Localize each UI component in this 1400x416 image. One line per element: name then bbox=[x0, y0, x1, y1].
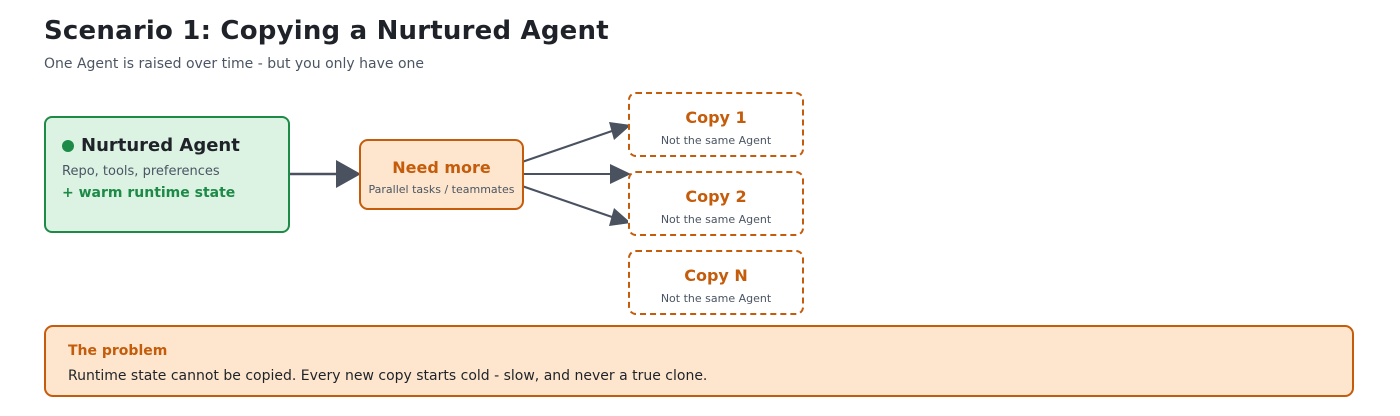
copy-title: Copy 2 bbox=[685, 187, 747, 206]
problem-title: The problem bbox=[68, 343, 168, 359]
need-more-title: Need more bbox=[392, 158, 491, 177]
arrow-need-to-copy-3 bbox=[521, 185, 631, 226]
nurtured-agent-node: Nurtured Agent Repo, tools, preferences … bbox=[44, 116, 290, 233]
copy-node-1: Copy 1 Not the same Agent bbox=[628, 92, 804, 157]
need-more-node: Need more Parallel tasks / teammates bbox=[359, 139, 524, 210]
status-dot-icon bbox=[62, 139, 74, 152]
copy-subtitle: Not the same Agent bbox=[660, 134, 772, 147]
page-title: Scenario 1: Copying a Nurtured Agent bbox=[44, 16, 609, 46]
copy-title: Copy N bbox=[684, 266, 748, 285]
page-subtitle: One Agent is raised over time - but you … bbox=[44, 56, 424, 72]
copy-title: Copy 1 bbox=[685, 108, 747, 127]
copy-node-n: Copy N Not the same Agent bbox=[628, 250, 804, 315]
arrow-need-to-copy-2 bbox=[522, 164, 631, 184]
nurtured-agent-description: Repo, tools, preferences bbox=[62, 164, 220, 179]
arrow-need-to-copy-1 bbox=[521, 122, 631, 163]
nurtured-agent-runtime-state: + warm runtime state bbox=[62, 185, 236, 201]
copy-subtitle: Not the same Agent bbox=[660, 292, 772, 305]
need-more-subtitle: Parallel tasks / teammates bbox=[368, 183, 515, 196]
nurtured-agent-title: Nurtured Agent bbox=[81, 135, 240, 156]
problem-callout: The problem Runtime state cannot be copi… bbox=[44, 325, 1354, 397]
copy-node-2: Copy 2 Not the same Agent bbox=[628, 171, 804, 236]
problem-text: Runtime state cannot be copied. Every ne… bbox=[68, 368, 708, 384]
copy-subtitle: Not the same Agent bbox=[660, 213, 772, 226]
arrow-agent-to-need bbox=[288, 160, 361, 188]
